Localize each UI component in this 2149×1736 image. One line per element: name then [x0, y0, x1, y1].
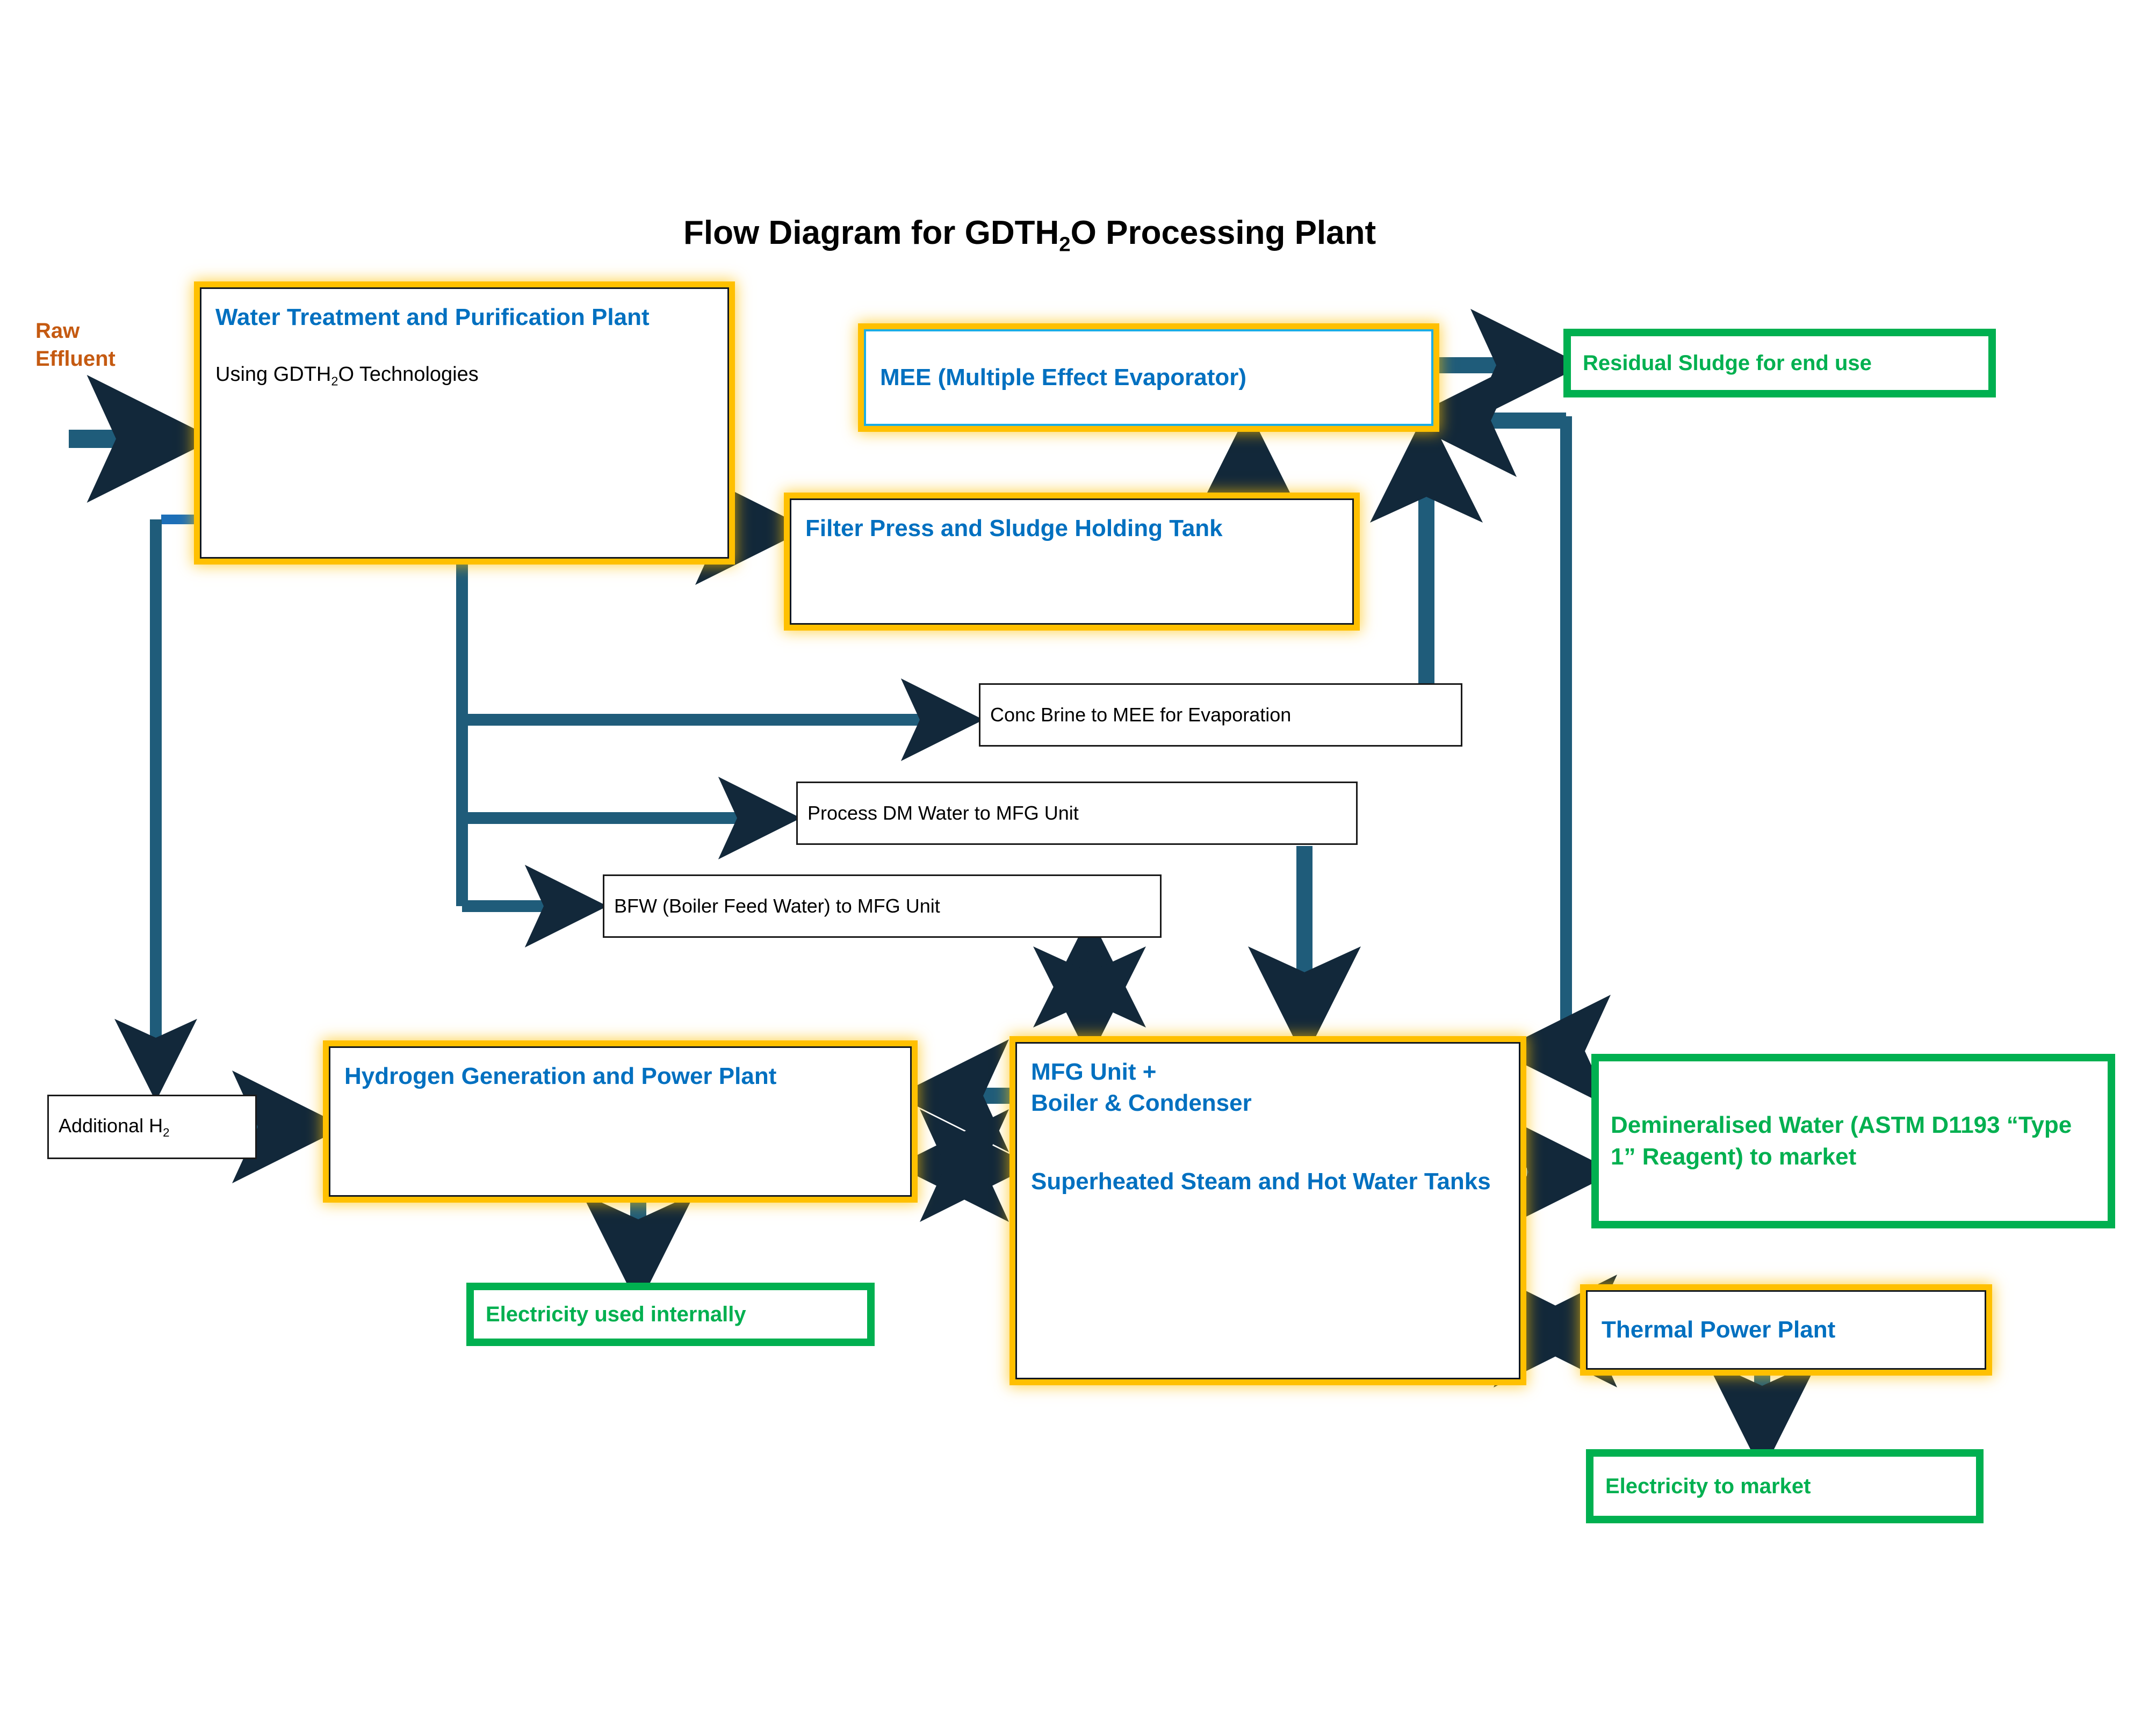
- residual-sludge-label: Residual Sludge for end use: [1583, 351, 1872, 375]
- process-dm-label: Process DM Water to MFG Unit: [807, 801, 1079, 824]
- bfw-label: BFW (Boiler Feed Water) to MFG Unit: [614, 894, 940, 917]
- conc-brine-label: Conc Brine to MEE for Evaporation: [990, 703, 1292, 726]
- mfg-unit-line1: MFG Unit +: [1031, 1059, 1157, 1085]
- electricity-market-label: Electricity to market: [1605, 1474, 1811, 1498]
- page-title-prefix: Flow Diagram for GDTH: [683, 214, 1059, 251]
- box-demineralised-water[interactable]: Demineralised Water (ASTM D1193 “Type 1”…: [1591, 1054, 2115, 1228]
- page-title-suffix: O Processing Plant: [1070, 214, 1376, 251]
- mee-label: MEE (Multiple Effect Evaporator): [880, 364, 1247, 390]
- mfg-unit-line3: Superheated Steam and Hot Water Tanks: [1031, 1168, 1491, 1195]
- box-residual-sludge[interactable]: Residual Sludge for end use: [1563, 329, 1996, 397]
- box-additional-h2[interactable]: Additional H2: [47, 1095, 257, 1159]
- box-hydrogen-generation-plant[interactable]: Hydrogen Generation and Power Plant: [329, 1046, 912, 1197]
- box-mee[interactable]: MEE (Multiple Effect Evaporator): [864, 329, 1433, 426]
- hydrogen-plant-label: Hydrogen Generation and Power Plant: [344, 1063, 777, 1089]
- box-electricity-used-internally[interactable]: Electricity used internally: [466, 1283, 875, 1346]
- water-treatment-heading: Water Treatment and Purification Plant: [215, 304, 650, 330]
- additional-h2-label: Additional H2: [59, 1114, 170, 1140]
- box-electricity-to-market[interactable]: Electricity to market: [1586, 1449, 1984, 1523]
- filter-press-label: Filter Press and Sludge Holding Tank: [805, 515, 1223, 541]
- raw-effluent-label: Raw Effluent: [35, 319, 116, 371]
- page-title: Flow Diagram for GDTH2O Processing Plant: [683, 214, 1376, 256]
- electricity-internal-label: Electricity used internally: [486, 1303, 746, 1326]
- thermal-power-label: Thermal Power Plant: [1602, 1316, 1836, 1343]
- box-thermal-power-plant[interactable]: Thermal Power Plant: [1586, 1290, 1986, 1370]
- water-treatment-subtext: Using GDTH2O Technologies: [215, 363, 479, 388]
- box-process-dm-water[interactable]: Process DM Water to MFG Unit: [796, 782, 1358, 845]
- box-water-treatment-plant[interactable]: Water Treatment and Purification Plant U…: [200, 287, 729, 559]
- page-title-subscript: 2: [1059, 233, 1071, 256]
- box-bfw[interactable]: BFW (Boiler Feed Water) to MFG Unit: [603, 874, 1162, 938]
- box-mfg-unit[interactable]: MFG Unit + Boiler & Condenser Superheate…: [1015, 1042, 1520, 1379]
- demin-water-label: Demineralised Water (ASTM D1193 “Type 1”…: [1611, 1112, 2072, 1170]
- mfg-unit-line2: Boiler & Condenser: [1031, 1090, 1252, 1117]
- box-filter-press[interactable]: Filter Press and Sludge Holding Tank: [790, 498, 1354, 625]
- box-conc-brine[interactable]: Conc Brine to MEE for Evaporation: [979, 683, 1462, 747]
